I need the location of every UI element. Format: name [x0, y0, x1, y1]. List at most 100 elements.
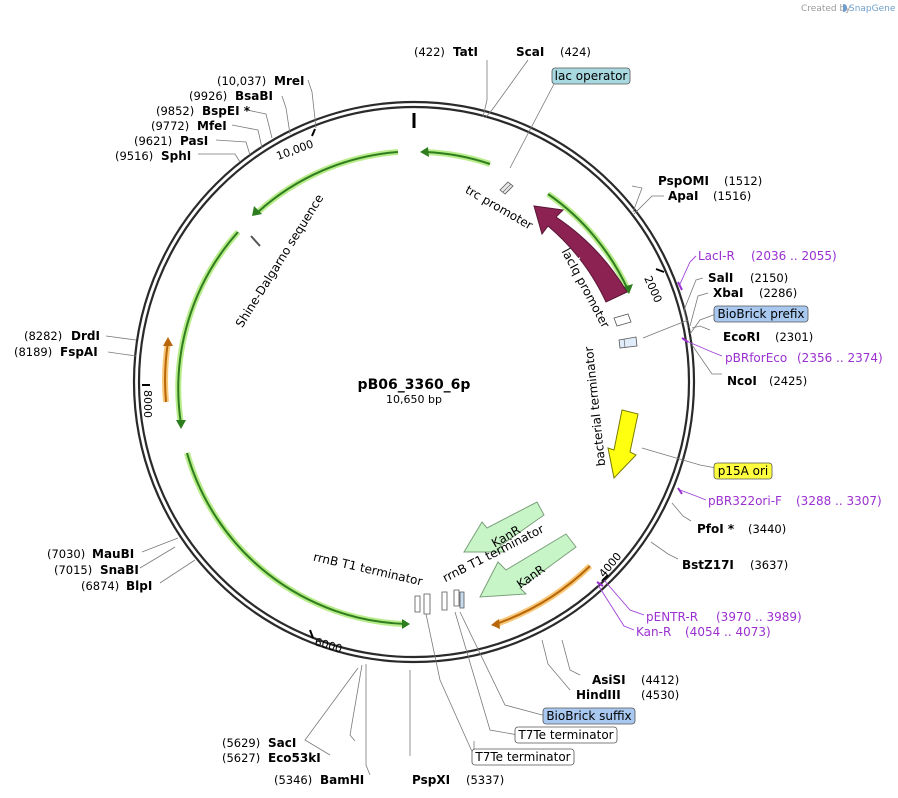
tick-6000 — [309, 629, 314, 639]
primer-name-lacir: LacI-R — [698, 249, 735, 263]
site-name-hindiii: HindIII — [576, 688, 621, 702]
tick-4000 — [601, 574, 609, 582]
primer-name-pentrr: pENTR-R — [646, 610, 698, 624]
t7te-terminator-box-2: T7Te terminator — [471, 748, 575, 766]
site-name-bstz17i: BstZ17I — [682, 558, 734, 572]
site-pos-eco53ki: (5627) — [222, 751, 260, 765]
rrnB-terminator-glyphs — [414, 589, 465, 615]
site-pos-bsabi: (9926) — [189, 89, 227, 103]
site-pos-tatI: (422) — [414, 45, 445, 59]
tick-label-6000: 6000 — [313, 635, 343, 655]
site-pos-maubi: (7030) — [47, 547, 85, 561]
site-pos-xbai: (2286) — [759, 286, 797, 300]
tick-label-8000: 8000 — [141, 390, 154, 418]
snapgene-credit: Created by SnapGene — [801, 4, 896, 14]
site-pos-saci: (5629) — [222, 736, 260, 750]
enzyme-leaders — [105, 59, 722, 776]
t7te-terminator-box-1: T7Te terminator — [514, 726, 618, 744]
biobrick-prefix-glyph — [618, 336, 638, 349]
bacterial-terminator-label: bacterial terminator — [582, 346, 608, 467]
site-pos-sphi: (9516) — [115, 149, 153, 163]
shine-dalgarno-glyph — [250, 235, 261, 247]
primer-name-pbr322orif: pBR322ori-F — [708, 494, 782, 508]
site-name-pasi: PasI — [180, 134, 208, 148]
site-pos-bamhi: (5346) — [274, 773, 312, 787]
p15a-ori-box: p15A ori — [713, 462, 773, 480]
site-name-ncoi: NcoI — [727, 374, 757, 388]
lac-operator-box: lac operator — [551, 67, 631, 85]
site-pos-asisi: (4412) — [641, 673, 679, 687]
cds-arc-upper-left — [252, 149, 399, 216]
p15a-ori-label: p15A ori — [718, 464, 769, 478]
site-name-sali: SalI — [708, 271, 733, 285]
site-name-xbai: XbaI — [713, 286, 743, 300]
box-leaders — [425, 83, 717, 757]
cds-arc-top — [420, 147, 491, 167]
site-name-mrei: MreI — [274, 74, 304, 88]
site-pos-ncoi: (2425) — [769, 374, 807, 388]
site-name-mfei: MfeI — [197, 119, 227, 133]
site-name-eco53ki: Eco53kI — [268, 751, 321, 765]
credit-text: Created by — [801, 4, 851, 14]
cds-arc-right — [546, 191, 633, 294]
primer-leaders — [596, 255, 723, 631]
site-name-snabi: SnaBI — [100, 563, 139, 577]
plasmid-length: 10,650 bp — [386, 393, 442, 406]
biobrick-prefix-box: BioBrick prefix — [713, 305, 809, 323]
primer-name-kanr: Kan-R — [636, 625, 671, 639]
site-name-ecori: EcoRI — [723, 330, 760, 344]
tick-10000 — [311, 128, 316, 137]
site-name-bspei: BspEI * — [202, 104, 251, 118]
primer-range-pentrr: (3970 .. 3989) — [716, 610, 802, 624]
lacIq-promoter-glyph — [613, 313, 632, 327]
site-name-pspxi: PspXI — [412, 773, 450, 787]
trc-promoter-label: trc promoter — [463, 183, 535, 233]
credit-brand: SnapGene — [849, 4, 896, 14]
site-pos-sali: (2150) — [750, 271, 788, 285]
site-name-asisi: AsiSI — [592, 673, 626, 687]
site-name-pfoi: PfoI * — [697, 522, 735, 536]
site-pos-ecori: (2301) — [775, 330, 813, 344]
site-pos-bstz17i: (3637) — [750, 558, 788, 572]
plasmid-name: pB06_3360_6p — [358, 377, 471, 393]
snapgene-logo-icon — [843, 4, 847, 12]
site-pos-blpi: (6874) — [81, 579, 119, 593]
p15a-ori-arrow — [607, 409, 639, 480]
cds-arc-bottom-left — [184, 452, 410, 629]
lacI-arrow: lacI — [533, 205, 628, 303]
site-name-bsabi: BsaBI — [235, 89, 273, 103]
site-name-tatI: TatI — [453, 45, 478, 59]
site-pos-pasi: (9621) — [134, 134, 172, 148]
site-pos-apai: (1516) — [713, 189, 751, 203]
site-pos-scaI: (424) — [560, 45, 591, 59]
tick-2000 — [655, 268, 665, 273]
biobrick-suffix-box: BioBrick suffix — [542, 707, 636, 725]
orange-arc-left — [162, 337, 173, 403]
site-name-pspomi: PspOMI — [658, 174, 709, 188]
orange-arc-bottom-right — [491, 563, 593, 629]
site-pos-bspei: (9852) — [156, 104, 194, 118]
lac-operator-label: lac operator — [555, 69, 628, 83]
site-name-apai: ApaI — [668, 189, 698, 203]
site-name-maubi: MauBI — [92, 547, 134, 561]
site-name-sphi: SphI — [161, 149, 191, 163]
site-pos-pfoi: (3440) — [748, 522, 786, 536]
primer-range-pbr322orif: (3288 .. 3307) — [796, 494, 882, 508]
site-pos-drdi: (8282) — [24, 329, 62, 343]
t7te-terminator-label-1: T7Te terminator — [517, 728, 613, 742]
site-pos-hindiii: (4530) — [641, 688, 679, 702]
site-pos-pspxi: (5337) — [466, 773, 504, 787]
site-pos-mrei: (10,037) — [217, 74, 266, 88]
site-pos-pspomi: (1512) — [724, 174, 762, 188]
backbone — [132, 100, 696, 664]
site-name-fspai: FspAI — [60, 345, 98, 359]
biobrick-suffix-label: BioBrick suffix — [546, 709, 631, 723]
primer-name-pbrforeco: pBRforEco — [725, 351, 787, 365]
biobrick-prefix-label: BioBrick prefix — [717, 307, 804, 321]
primer-range-kanr: (4054 .. 4073) — [685, 625, 771, 639]
t7te-terminator-label-2: T7Te terminator — [474, 750, 570, 764]
primer-range-lacir: (2036 .. 2055) — [751, 249, 837, 263]
site-pos-snabi: (7015) — [54, 563, 92, 577]
site-name-drdi: DrdI — [71, 329, 100, 343]
